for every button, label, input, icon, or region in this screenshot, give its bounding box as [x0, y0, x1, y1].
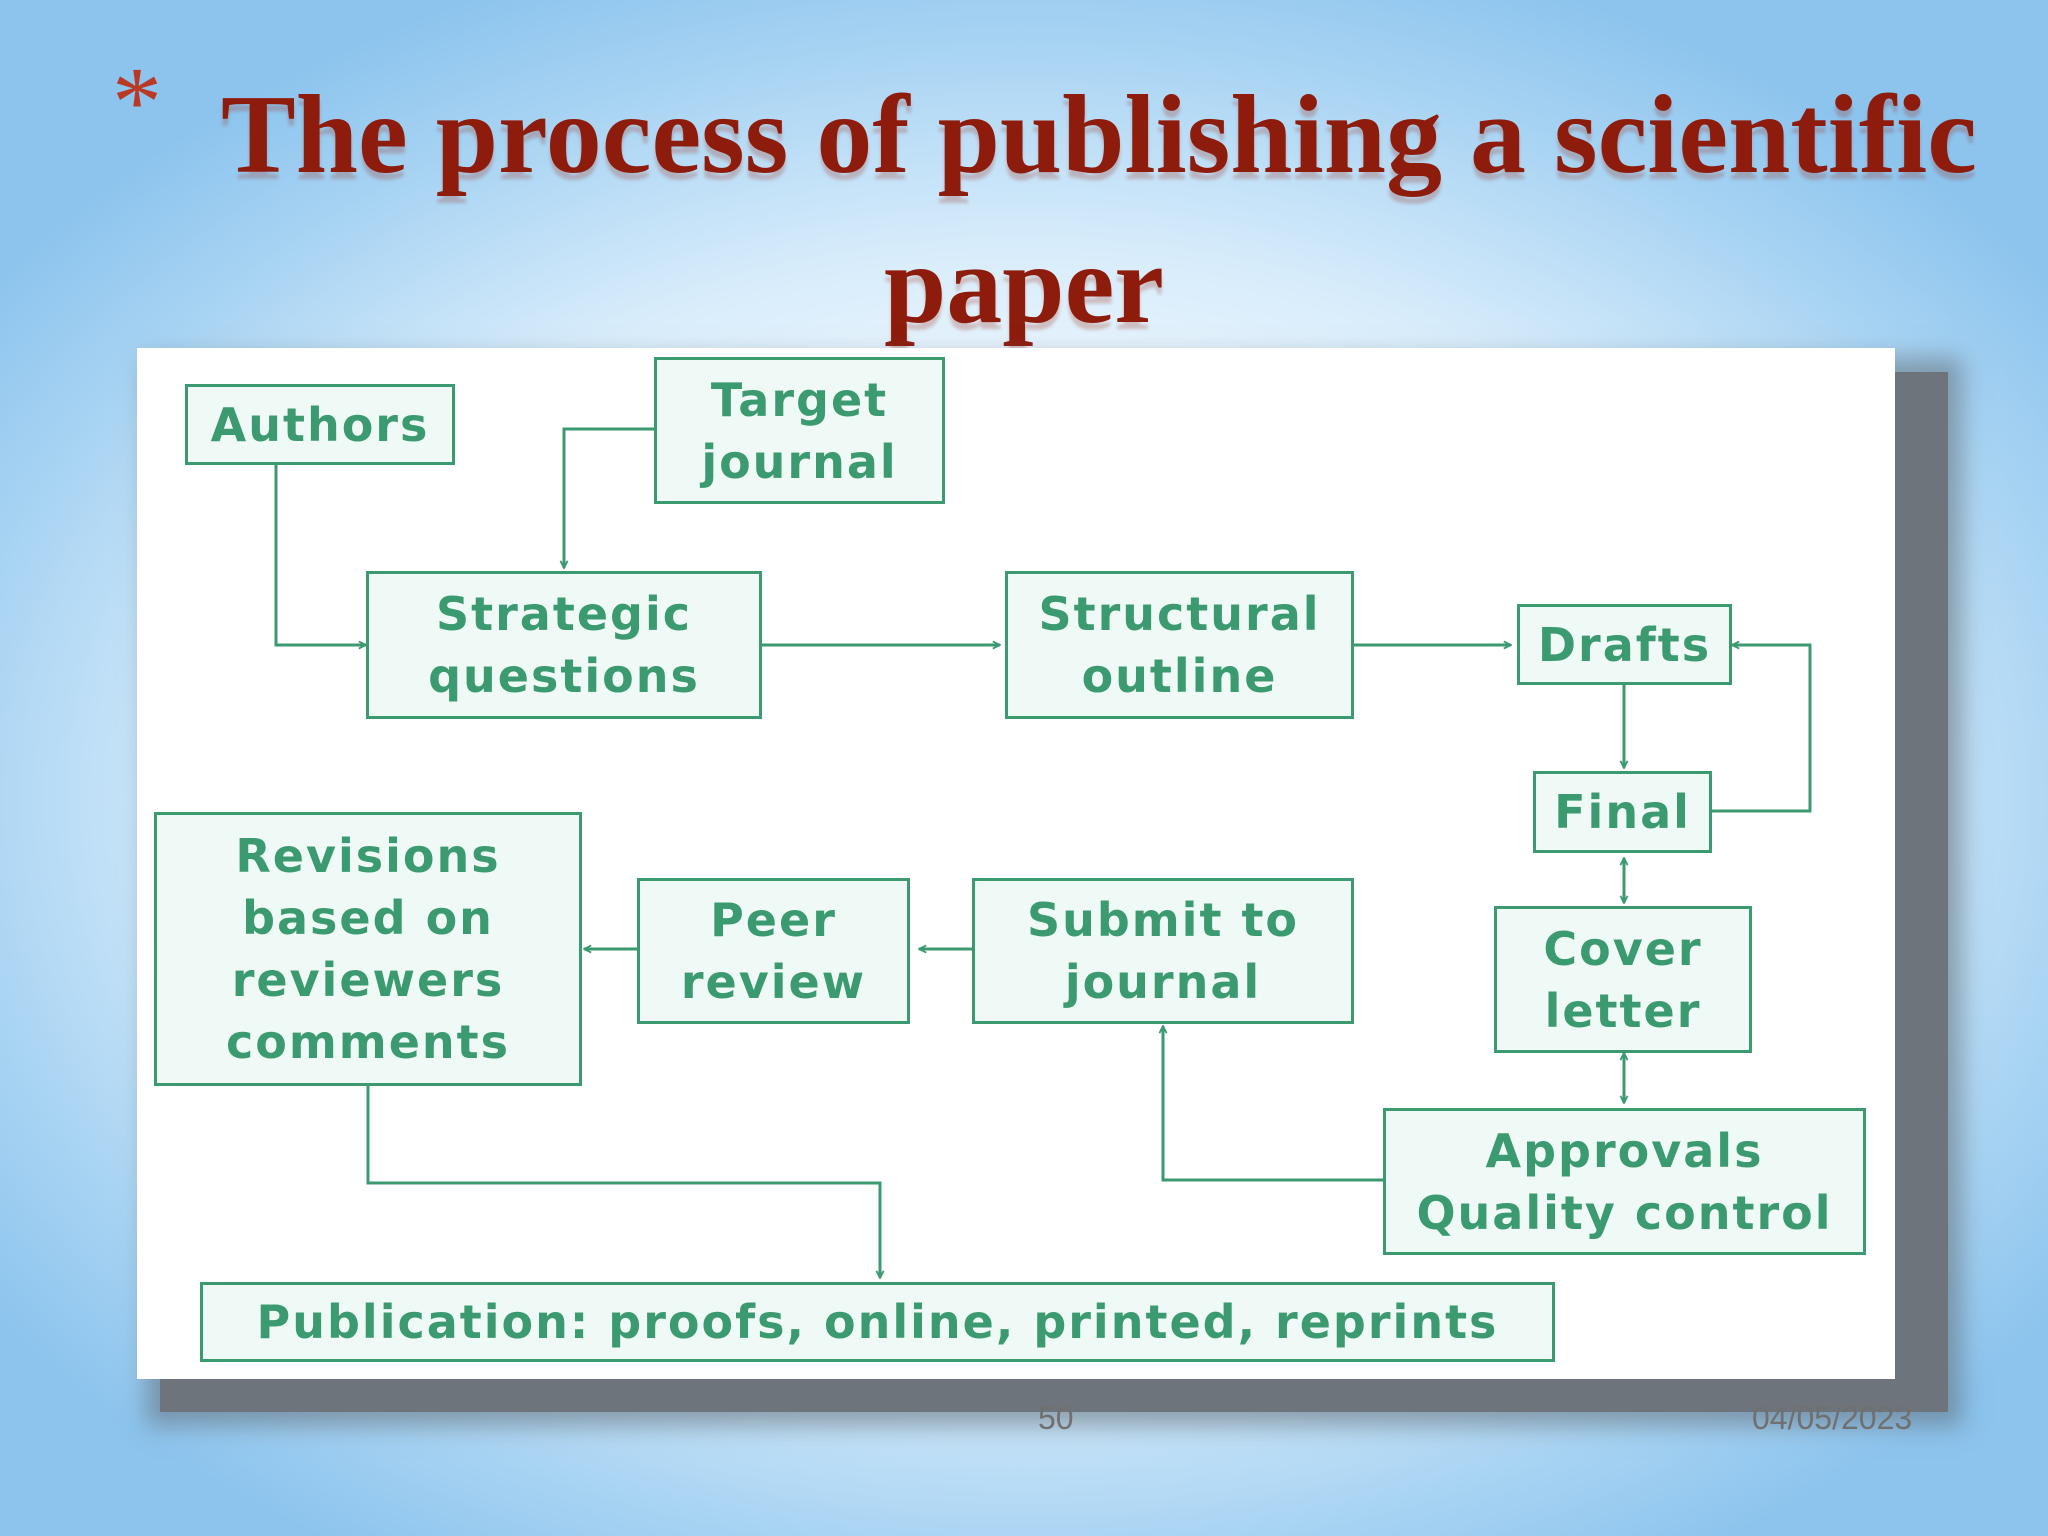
node-submit-to-journal: Submit to journal [972, 878, 1354, 1024]
node-strategic-questions: Strategic questions [366, 571, 762, 719]
node-revisions: Revisions based on reviewers comments [154, 812, 582, 1086]
node-final: Final [1533, 771, 1712, 853]
node-submit-line1: Submit to [1026, 893, 1300, 947]
node-authors: Authors [185, 384, 455, 465]
node-strategic-questions-line2: questions [428, 649, 700, 703]
node-publication-label: Publication: proofs, online, printed, re… [256, 1295, 1499, 1349]
slide-date: 04/05/2023 [1752, 1400, 1913, 1436]
node-approvals-line2: Quality control [1416, 1185, 1833, 1240]
node-target-journal-line1: Target [710, 372, 889, 427]
title-line-2: paper [884, 223, 1164, 347]
node-structural-outline-line2: outline [1081, 649, 1278, 703]
edge-revisions-to-publication [366, 1086, 880, 1278]
node-structural-outline-line1: Structural [1038, 587, 1321, 641]
node-structural-outline: Structural outline [1005, 571, 1354, 719]
node-approvals-line1: Approvals [1485, 1123, 1764, 1178]
slide-title: The process of publishing a scientific p… [0, 60, 2048, 360]
node-peer-review: Peer review [637, 878, 910, 1024]
node-target-journal: Target journal [654, 357, 945, 504]
edge-final-to-drafts [1712, 645, 1812, 813]
node-authors-label: Authors [210, 397, 430, 452]
node-cover-letter: Cover letter [1494, 906, 1752, 1053]
node-drafts: Drafts [1517, 604, 1732, 685]
node-revisions-line4: comments [225, 1015, 511, 1069]
node-peer-review-line2: review [680, 955, 867, 1009]
node-revisions-line2: based on [242, 891, 494, 945]
node-publication: Publication: proofs, online, printed, re… [200, 1282, 1555, 1362]
edge-target-to-strategic [564, 427, 654, 568]
title-line-1: The process of publishing a scientific [221, 73, 1977, 197]
flowchart-connectors [274, 427, 1812, 1379]
page-number: 50 [1038, 1400, 1074, 1436]
node-drafts-label: Drafts [1537, 617, 1712, 672]
node-revisions-line3: reviewers [231, 953, 505, 1007]
node-approvals-quality-control: Approvals Quality control [1383, 1108, 1866, 1255]
edge-authors-to-strategic [274, 465, 366, 645]
node-cover-letter-line2: letter [1544, 983, 1702, 1038]
flowchart-diagram: Authors Target journal Strategic questio… [137, 348, 1895, 1379]
node-submit-line2: journal [1064, 955, 1262, 1009]
node-final-label: Final [1554, 785, 1691, 839]
title-bullet: * [112, 46, 162, 157]
edge-approvals-to-submit [1163, 1026, 1383, 1182]
node-cover-letter-line1: Cover [1543, 921, 1703, 976]
node-target-journal-line2: journal [701, 434, 898, 489]
node-revisions-line1: Revisions [235, 829, 501, 883]
node-peer-review-line1: Peer [710, 893, 837, 947]
node-strategic-questions-line1: Strategic [436, 587, 692, 641]
